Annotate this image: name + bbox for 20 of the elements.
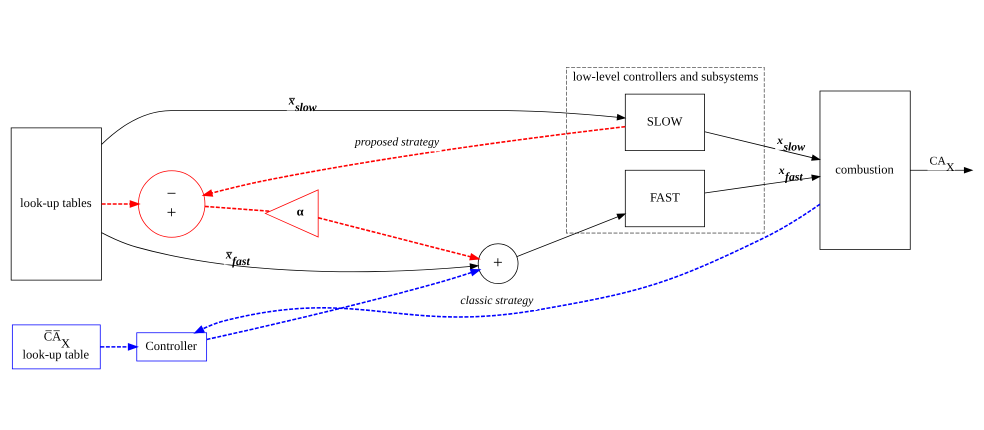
arrow (193, 204, 820, 334)
edge-label: proposed strategy (354, 136, 440, 149)
arrow (704, 174, 822, 194)
arrow (100, 343, 139, 351)
arrow (206, 269, 482, 340)
node-box: Controller (136, 332, 208, 362)
connector (204, 206, 270, 212)
node-circle: − + (138, 170, 206, 238)
arrow (102, 200, 141, 208)
arrow (318, 217, 481, 260)
edge-label: classic strategy (460, 294, 534, 308)
arrow (101, 110, 626, 145)
node-box: look-up tables (10, 127, 102, 281)
node-box: SLOW (624, 94, 705, 152)
arrow (516, 213, 626, 257)
node-box: combustion (820, 90, 911, 250)
arrow (202, 126, 626, 197)
node-box: FAST (624, 170, 705, 228)
arrow (101, 232, 480, 272)
node-circle: + (478, 243, 518, 284)
